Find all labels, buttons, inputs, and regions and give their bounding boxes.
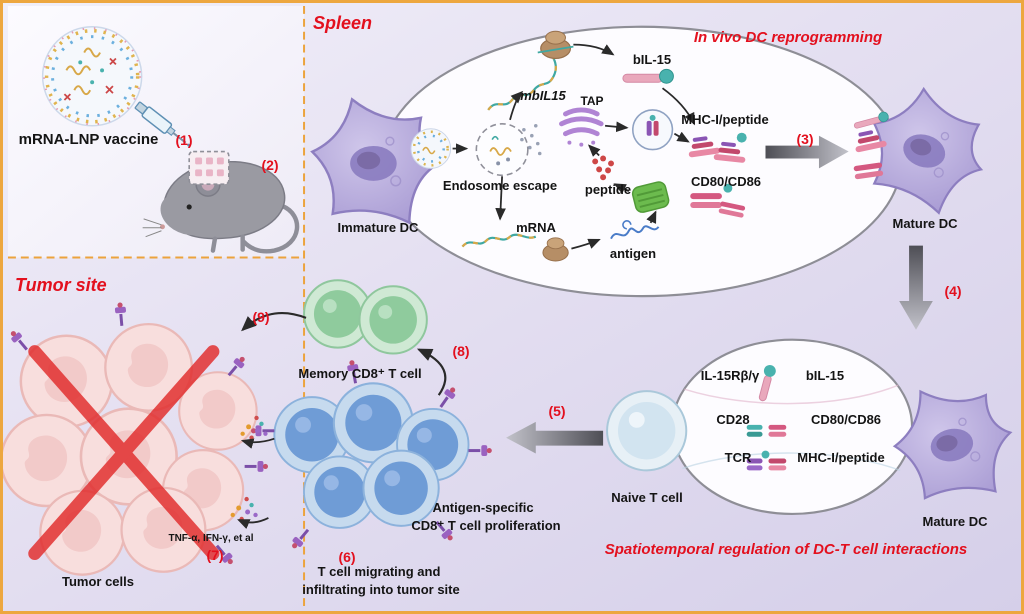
label-migrate-1: T cell migrating and [317,564,441,579]
arrow-step5 [506,421,604,454]
label-immature-dc: Immature DC [337,220,419,235]
label-mhc-peptide-dct: MHC-I/peptide [797,450,885,465]
spleen-title: Spleen [313,13,373,33]
label-cytokines: TNF-α, IFN-γ, et al [168,533,254,544]
mrna-squiggle [461,233,537,248]
label-prolif-2: CD8⁺ T cell proliferation [411,518,561,533]
label-peptide: peptide [584,182,632,197]
step-8-label: (8) [452,343,470,359]
label-memory-t: Memory CD8⁺ T cell [298,366,422,381]
step-5-label: (5) [548,403,566,419]
diagram-artwork [3,5,1021,609]
syringe-icon [134,101,191,147]
dc-reprogramming-subtitle: In vivo DC reprogramming [693,29,883,46]
receptor-pair-il15 [758,365,776,402]
label-cd80-cd86: CD80/CD86 [690,174,762,189]
step-3-label: (3) [796,131,814,147]
arrow-step9 [241,311,307,332]
label-mrna: mRNA [516,220,556,235]
step-7-label: (7) [206,547,224,563]
label-cd80-cd86-dct: CD80/CD86 [810,412,882,427]
pathway-arrows [452,43,695,250]
peptide-dots [592,155,614,181]
label-mhc-peptide: MHC-I/peptide [681,112,769,127]
step-4-label: (4) [944,283,962,299]
mbil15-mrna-squiggle [487,57,557,111]
receptor-pair-tcr [746,450,787,471]
mrna-thread [537,45,574,54]
label-naive-t: Naive T cell [611,490,683,505]
receptor-pair-cd28 [746,424,787,437]
mature-dc-cell-bottom [883,373,1021,511]
mouse-icon [142,150,300,254]
injection-patch [188,150,230,186]
label-bil15: bIL-15 [632,52,672,67]
arrow-step4 [899,245,933,330]
attack-arrows [237,437,275,530]
step-9-label: (9) [252,309,270,325]
label-il15r: IL-15Rβ/γ [700,368,760,383]
label-tap: TAP [580,94,604,108]
tumor-site-title: Tumor site [15,275,107,295]
spatiotemporal-caption: Spatiotemporal regulation of DC-T cell i… [604,541,968,558]
step-1-label: (1) [175,132,193,148]
label-antigen: antigen [609,246,657,261]
cd80-cd86-icon [690,183,746,219]
membrane-contact-lines [682,384,901,472]
step-6-label: (6) [338,549,356,565]
escaping-particles [520,124,542,156]
label-prolif-1: Antigen-specific [432,500,534,515]
memory-t-cells [303,279,428,355]
label-endosome-escape: Endosome escape [442,178,558,193]
label-tcr: TCR [724,450,752,465]
mhc-loading-vesicle [632,109,674,151]
arrow-step8 [416,348,447,396]
label-mbil15: mbIL15 [520,88,566,103]
label-cd28: CD28 [716,412,750,427]
arrow-step3 [765,135,849,169]
label-mature-dc-top: Mature DC [892,216,958,231]
lnp-vaccine-icon [41,26,143,127]
naive-t-cell [606,390,688,472]
label-tumor-cells: Tumor cells [61,574,134,589]
lnp-in-dc-icon [410,128,452,169]
label-mature-dc-bottom: Mature DC [922,514,988,529]
endosome-icon [475,123,529,177]
red-x-icon [28,345,220,561]
label-vaccine: mRNA-LNP vaccine [18,131,159,148]
tap-organelle-icon [559,107,604,147]
proteasome-icon [631,181,670,213]
step-2-label: (2) [261,157,279,173]
antigen-squiggle [610,220,660,240]
mhc-peptide-icon [686,132,747,164]
label-bil15-dct: bIL-15 [805,368,845,383]
label-migrate-2: infiltrating into tumor site [302,582,460,597]
